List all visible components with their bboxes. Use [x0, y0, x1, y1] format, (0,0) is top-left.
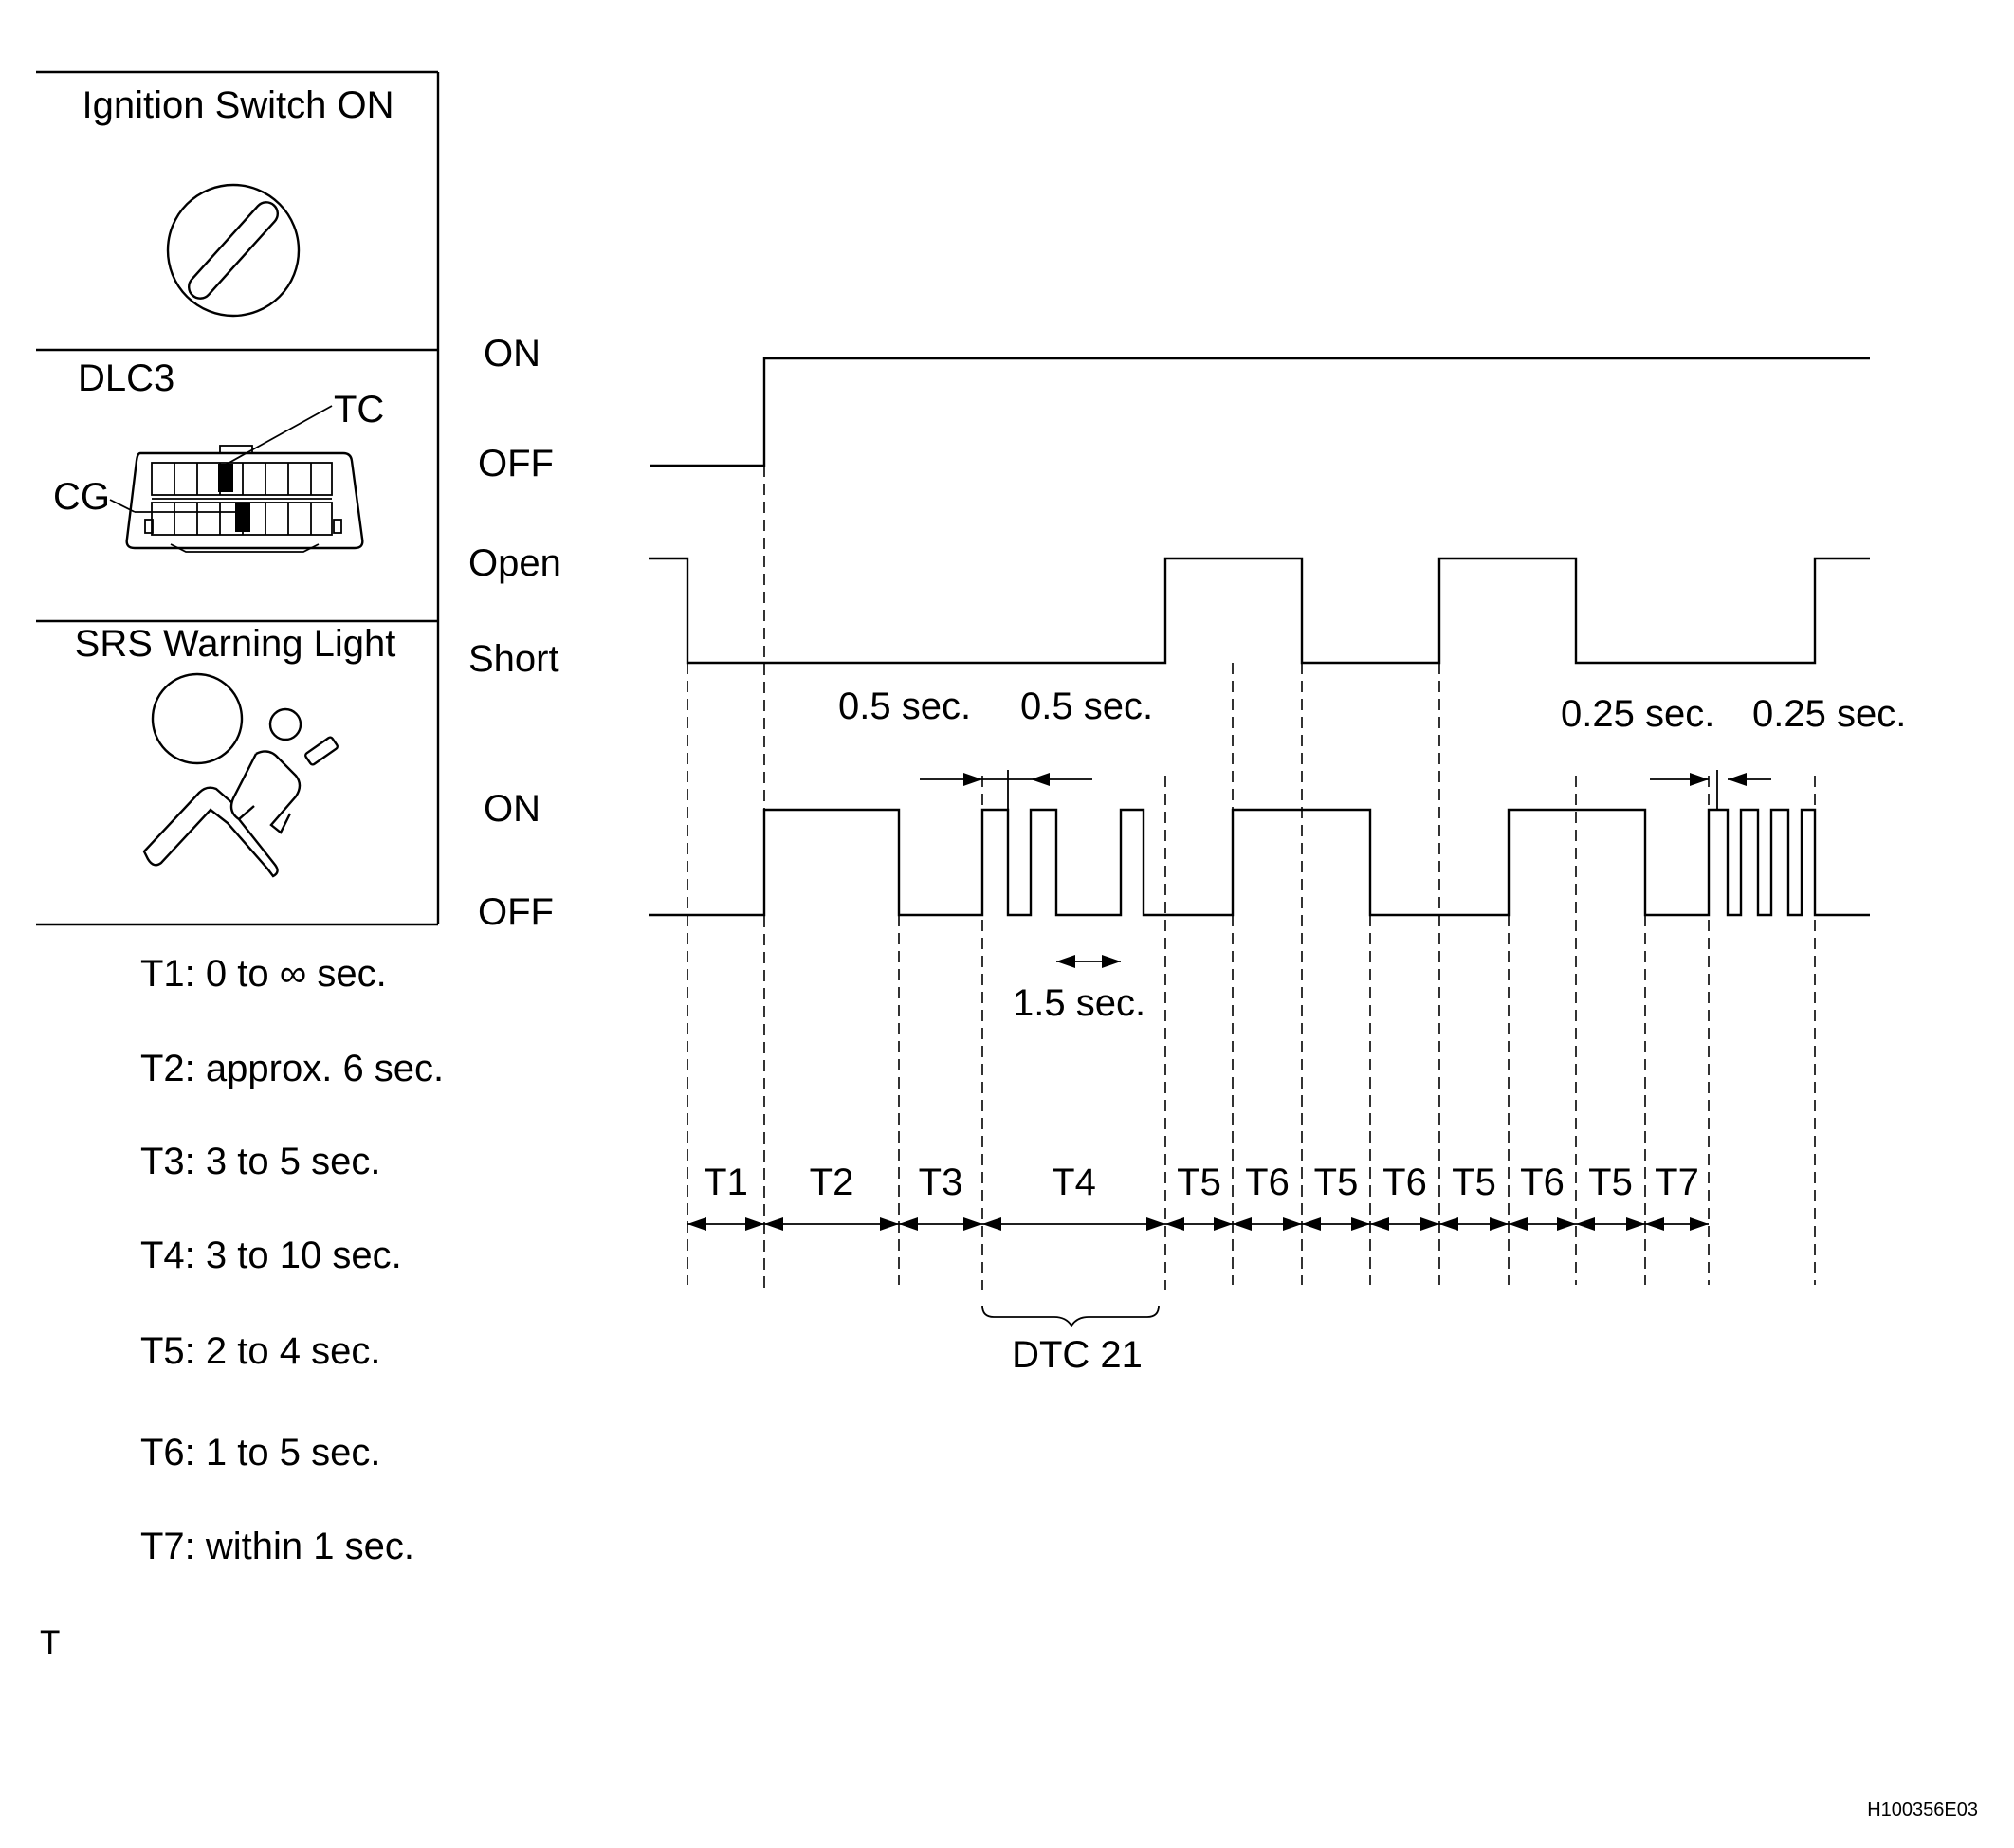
left-panel-frame [36, 70, 440, 926]
ignition-on-label: ON [484, 333, 540, 375]
dlc3-panel-title: DLC3 [78, 357, 174, 399]
interval-label: T4 [1052, 1162, 1096, 1203]
legend-item: T3: 3 to 5 sec. [140, 1141, 380, 1182]
dtc-brace [981, 1305, 1160, 1327]
interval-label: T7 [1655, 1162, 1699, 1203]
interval-label: T5 [1588, 1162, 1633, 1203]
interval-label: T6 [1382, 1162, 1427, 1203]
half-second-arrows [920, 770, 1092, 810]
dtc-label: DTC 21 [1012, 1334, 1143, 1376]
annotation-0-25-sec-first: 0.25 sec. [1561, 693, 1714, 735]
interval-label: T5 [1177, 1162, 1221, 1203]
legend-item: T4: 3 to 10 sec. [140, 1235, 402, 1276]
interval-label: T3 [919, 1162, 963, 1203]
annotation-0-5-sec-second: 0.5 sec. [1020, 686, 1153, 727]
ignition-off-label: OFF [478, 443, 554, 485]
interval-labels: T1 T2 T3 T4 T5 T6 T5 T6 T5 T6 T5 T7 [704, 1162, 1699, 1203]
srs-panel-title: SRS Warning Light [75, 623, 396, 665]
cg-terminal-label: CG [53, 476, 110, 518]
ignition-key-icon [166, 183, 301, 318]
interval-label: T5 [1452, 1162, 1496, 1203]
tc-open-label: Open [468, 542, 561, 584]
interval-label: T2 [810, 1162, 854, 1203]
ignition-panel-title: Ignition Switch ON [82, 84, 394, 126]
annotation-0-5-sec-first: 0.5 sec. [838, 686, 971, 727]
legend-item: T2: approx. 6 sec. [140, 1048, 444, 1089]
interval-label: T6 [1520, 1162, 1565, 1203]
legend-item: T1: 0 to ∞ sec. [140, 953, 387, 995]
legend-item: T7: within 1 sec. [140, 1526, 414, 1567]
figure-code: H100356E03 [1867, 1800, 1978, 1821]
ignition-waveform [650, 357, 1870, 467]
interval-arrows [687, 1217, 1709, 1231]
interval-label: T1 [704, 1162, 748, 1203]
quarter-second-arrows [1650, 770, 1771, 810]
interval-legend: T1: 0 to ∞ sec. T2: approx. 6 sec. T3: 3 t… [140, 953, 444, 1567]
legend-item: T5: 2 to 4 sec. [140, 1330, 380, 1372]
light-on-label: ON [484, 788, 540, 830]
legend-item: T6: 1 to 5 sec. [140, 1432, 380, 1473]
tc-short-label: Short [468, 638, 559, 680]
warning-light-waveform [649, 808, 1870, 917]
light-off-label: OFF [478, 891, 554, 933]
tc-cg-waveform [649, 557, 1870, 665]
annotation-1-5-sec: 1.5 sec. [1013, 982, 1145, 1024]
tc-terminal-label: TC [334, 389, 384, 430]
annotation-0-25-sec-second: 0.25 sec. [1752, 693, 1906, 735]
airbag-warning-icon [142, 672, 339, 878]
timing-guide-lines [687, 466, 1816, 1290]
stray-mark: T [40, 1624, 60, 1661]
interval-label: T5 [1314, 1162, 1359, 1203]
one-and-half-second-arrow [1056, 955, 1121, 968]
dlc3-connector-icon [109, 405, 364, 553]
interval-label: T6 [1245, 1162, 1290, 1203]
